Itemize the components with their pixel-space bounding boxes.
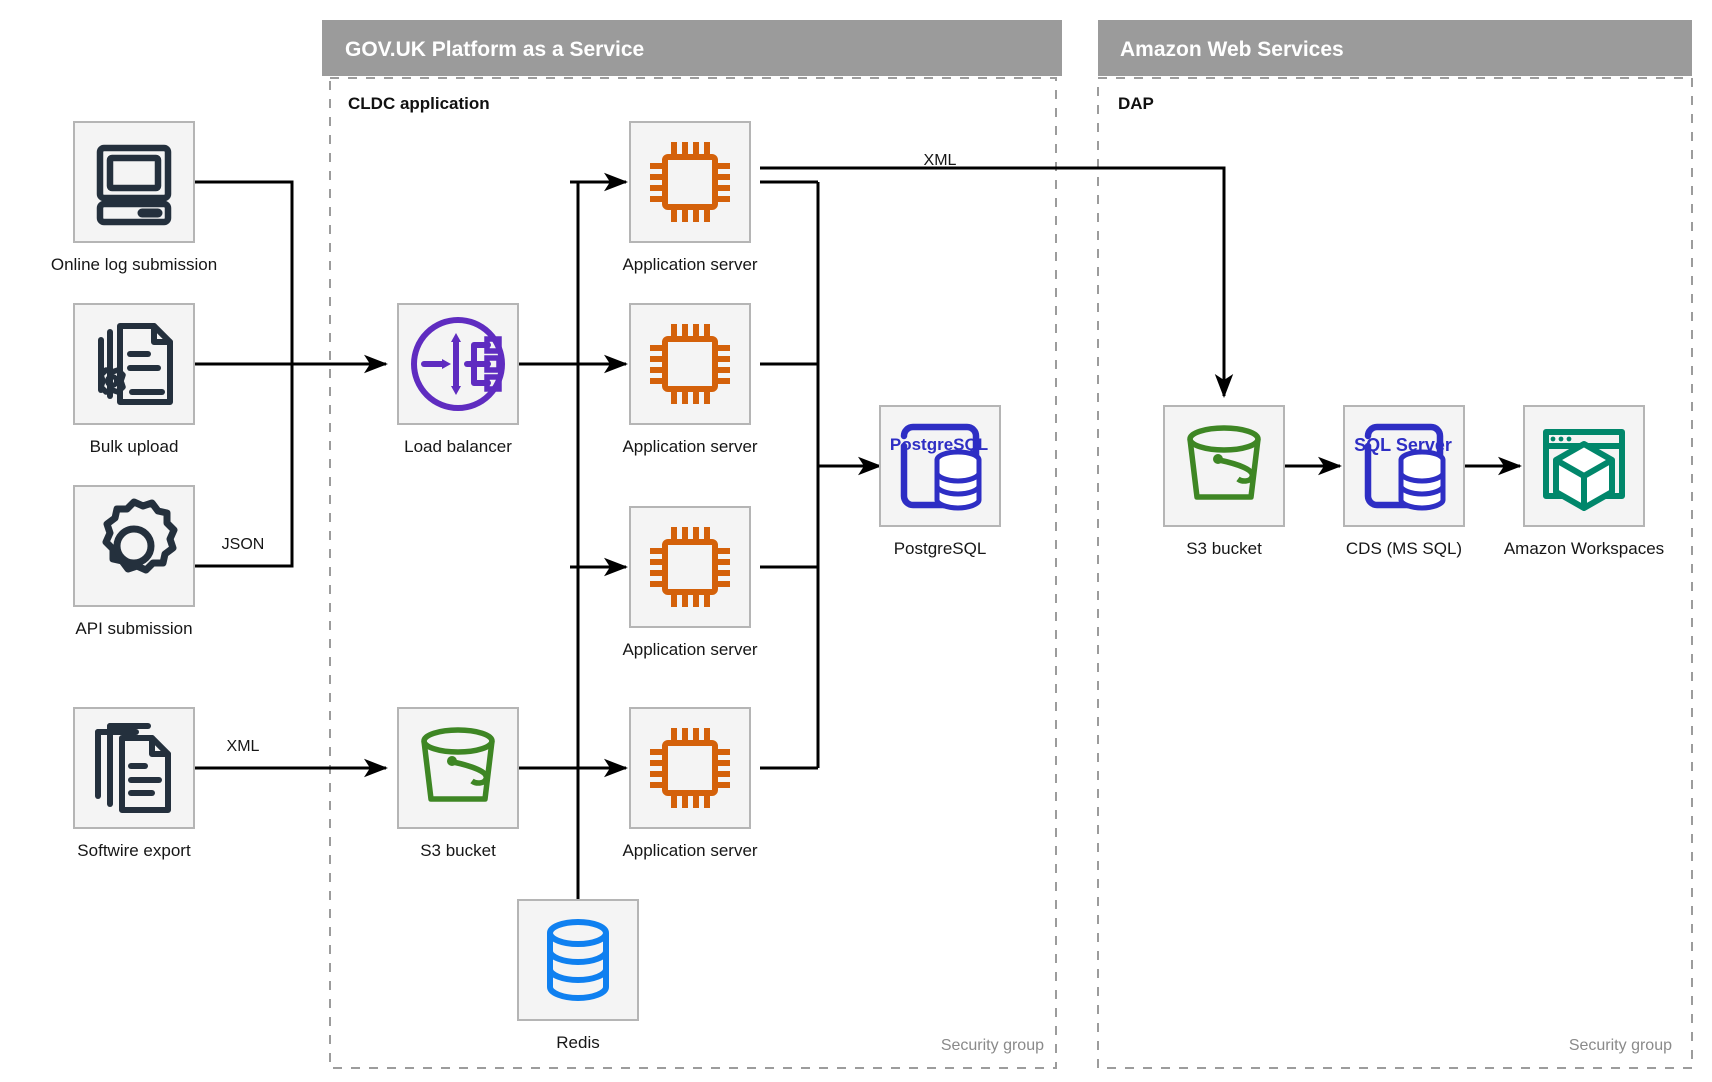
node-online-log-submission-label: Online log submission [51, 255, 217, 274]
node-cds-ms-sql-label: CDS (MS SQL) [1346, 539, 1462, 558]
s3-bucket-icon [421, 727, 495, 802]
node-application-server-2-box [629, 303, 751, 425]
node-application-server-4-box [629, 707, 751, 829]
sql-server-icon: SQL Server [1354, 423, 1452, 511]
node-application-server-4-label: Application server [622, 841, 757, 860]
node-application-server-1-label: Application server [622, 255, 757, 274]
node-s3-bucket-paas-box [397, 707, 519, 829]
node-softwire-export[interactable]: Softwire export [73, 707, 195, 860]
cpu-chip-icon [650, 324, 730, 404]
node-s3-bucket-aws[interactable]: S3 bucket [1163, 405, 1285, 558]
node-application-server-2-label: Application server [622, 437, 757, 456]
node-application-server-3-label: Application server [622, 640, 757, 659]
node-s3-bucket-paas[interactable]: S3 bucket [397, 707, 519, 860]
node-api-submission-label: API submission [75, 619, 192, 638]
zone-aws-title: Amazon Web Services [1120, 38, 1344, 61]
load-balancer-icon [411, 317, 505, 411]
node-api-submission[interactable]: API submission [73, 485, 195, 638]
node-application-server-3[interactable]: Application server [622, 506, 758, 659]
postgresql-icon: PostgreSQL [890, 423, 988, 511]
edge-api-submission-to-loadbalancer [194, 364, 294, 568]
postgresql-badge-text: PostgreSQL [890, 435, 988, 454]
node-s3-bucket-aws-box [1163, 405, 1285, 527]
node-application-server-3-box [629, 506, 751, 628]
document-stack-icon [95, 723, 171, 813]
node-amazon-workspaces[interactable]: Amazon Workspaces [1504, 405, 1664, 558]
node-cds-ms-sql[interactable]: SQL Server CDS (MS SQL) [1343, 405, 1465, 558]
zone-govuk-paas-title: GOV.UK Platform as a Service [345, 38, 644, 61]
node-load-balancer-label: Load balancer [404, 437, 512, 456]
node-online-log-submission[interactable]: Online log submission [51, 121, 217, 274]
node-s3-bucket-paas-label: S3 bucket [420, 841, 496, 860]
node-postgresql-label: PostgreSQL [894, 539, 987, 558]
node-application-server-1-box [629, 121, 751, 243]
cpu-chip-icon [650, 728, 730, 808]
edge-label-appserver-xml: XML [924, 152, 957, 169]
node-softwire-export-label: Softwire export [77, 841, 191, 860]
zone-aws-header-bar [1098, 20, 1692, 76]
node-application-server-4[interactable]: Application server [622, 707, 758, 860]
edge-label-json: JSON [222, 536, 265, 553]
node-s3-bucket-aws-label: S3 bucket [1186, 539, 1262, 558]
gear-icon [102, 498, 178, 574]
desktop-computer-icon [96, 144, 172, 226]
cpu-chip-icon [650, 527, 730, 607]
redis-database-icon [547, 919, 609, 1002]
edge-app-server-to-aws-s3-xml [760, 166, 1234, 398]
zone-aws-security-label: Security group [1569, 1037, 1672, 1054]
document-gear-icon [98, 323, 173, 405]
node-bulk-upload-label: Bulk upload [90, 437, 179, 456]
node-amazon-workspaces-label: Amazon Workspaces [1504, 539, 1664, 558]
node-redis[interactable]: Redis [517, 899, 639, 1052]
node-bulk-upload[interactable]: Bulk upload [73, 303, 195, 456]
node-bulk-upload-box [73, 303, 195, 425]
cpu-chip-icon [650, 142, 730, 222]
zone-govuk-paas-header-bar [322, 20, 1062, 76]
zone-aws: Amazon Web Services DAP Security group [1097, 20, 1693, 1069]
zone-aws-dashed-border [1097, 77, 1693, 1069]
node-load-balancer[interactable]: Load balancer [397, 303, 519, 456]
zone-govuk-paas-security-label: Security group [941, 1037, 1044, 1054]
edge-online-log-to-loadbalancer [194, 180, 294, 364]
node-postgresql[interactable]: PostgreSQL PostgreSQL [879, 405, 1001, 558]
zone-govuk-paas: GOV.UK Platform as a Service CLDC applic… [322, 20, 1062, 1069]
amazon-workspaces-icon [1543, 429, 1625, 511]
node-redis-label: Redis [556, 1033, 599, 1052]
edge-label-softwire-xml: XML [227, 738, 260, 755]
s3-bucket-icon [1187, 425, 1261, 500]
flow-connectors [194, 166, 1522, 900]
zone-govuk-paas-dashed-border [329, 77, 1057, 1069]
node-application-server-2[interactable]: Application server [622, 303, 758, 456]
zone-aws-subtitle: DAP [1118, 94, 1154, 113]
zone-govuk-paas-subtitle: CLDC application [348, 94, 490, 113]
node-application-server-1[interactable]: Application server [622, 121, 758, 274]
